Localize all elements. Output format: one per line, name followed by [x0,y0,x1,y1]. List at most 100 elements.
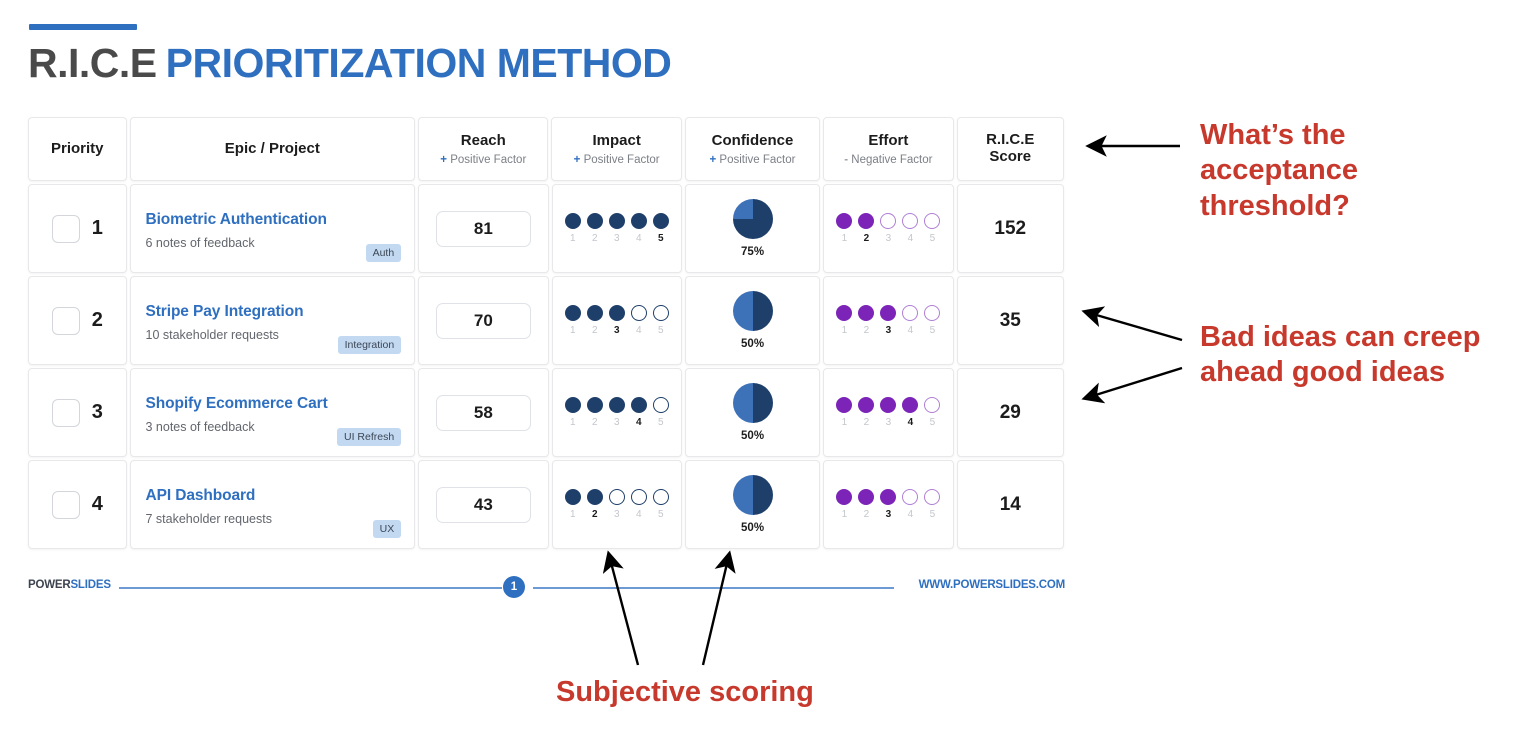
epic-title[interactable]: Shopify Ecommerce Cart [145,394,328,412]
effort-dot-label: 2 [863,325,870,336]
effort-dot-4-icon[interactable] [902,213,919,229]
impact-dot-label: 3 [613,509,620,520]
impact-dot-4-icon[interactable] [630,397,647,413]
reach-value[interactable]: 81 [435,210,531,247]
epic-note: 10 stakeholder requests [145,327,279,342]
effort-dot-label: 3 [885,233,892,244]
row-checkbox[interactable] [51,214,80,243]
effort-dot-label: 1 [841,417,848,428]
effort-dot-label: 1 [841,233,848,244]
brand-part1: POWER [28,579,71,591]
impact-dot-3-icon[interactable] [608,305,625,321]
impact-dot-5-icon[interactable] [652,397,669,413]
effort-dot-3-icon[interactable] [880,305,897,321]
impact-dot-3-icon[interactable] [608,489,625,505]
confidence-pie-wrap: 50% [732,291,773,350]
effort-dot-4-icon[interactable] [902,305,919,321]
effort-dot-3-icon[interactable] [880,213,897,229]
rice-score-value: 35 [999,309,1021,331]
table-row: 2 Stripe Pay Integration 10 stakeholder re… [28,276,1064,365]
impact-dot-4-icon[interactable] [630,213,647,229]
epic-note: 7 stakeholder requests [145,511,272,526]
impact-dot-label: 5 [657,417,664,428]
effort-dot-1-icon[interactable] [836,489,853,505]
page-title-rest: PRIORITIZATION METHOD [165,40,672,86]
effort-dot-5-icon[interactable] [924,213,941,229]
effort-dot-5-icon[interactable] [924,397,941,413]
confidence-pie-icon[interactable] [732,383,773,423]
impact-dot-4-icon[interactable] [630,305,647,321]
effort-dot-1-icon[interactable] [836,305,853,321]
impact-dot-3-icon[interactable] [608,397,625,413]
effort-dot-3-icon[interactable] [880,489,897,505]
header-effort-label: Effort [868,131,909,149]
confidence-pie-wrap: 50% [732,383,773,442]
effort-dot-2-icon[interactable] [858,213,875,229]
rice-score-value: 14 [999,493,1021,515]
epic-tag[interactable]: UX [372,520,402,538]
effort-dot-5-icon[interactable] [924,305,941,321]
effort-dot-1-icon[interactable] [836,397,853,413]
impact-dot-2-icon[interactable] [586,213,603,229]
impact-dot-2-icon[interactable] [586,489,603,505]
header-score-label2: Score [989,148,1032,165]
brand-logo: POWERSLIDES [28,579,111,591]
effort-dots [836,213,941,229]
header-confidence-sub: + Positive Factor [710,154,796,166]
impact-dot-1-icon[interactable] [564,489,581,505]
effort-dot-2-icon[interactable] [858,305,875,321]
row-checkbox[interactable] [51,490,80,519]
effort-dot-5-icon[interactable] [924,489,941,505]
cell-reach: 58 [418,368,549,457]
impact-dot-3-icon[interactable] [608,213,625,229]
impact-dot-1-icon[interactable] [564,213,581,229]
epic-tag[interactable]: UI Refresh [337,428,402,446]
impact-dot-label: 3 [613,233,620,244]
priority-number: 2 [91,309,103,331]
impact-dot-5-icon[interactable] [652,489,669,505]
epic-title[interactable]: Stripe Pay Integration [145,302,304,320]
footer-url: WWW.POWERSLIDES.COM [918,579,1066,591]
impact-dots [564,489,669,505]
row-checkbox[interactable] [51,398,80,427]
header-confidence-label: Confidence [711,131,794,149]
effort-dot-2-icon[interactable] [858,397,875,413]
confidence-pie-icon[interactable] [732,475,773,515]
effort-dot-2-icon[interactable] [858,489,875,505]
epic-title[interactable]: Biometric Authentication [145,210,327,228]
reach-value[interactable]: 70 [435,302,531,339]
priority-number: 1 [91,217,103,239]
impact-dot-label: 5 [657,325,664,336]
impact-dot-1-icon[interactable] [564,397,581,413]
epic-title[interactable]: API Dashboard [145,486,256,504]
effort-dots [836,397,941,413]
epic-tag[interactable]: Integration [337,336,402,354]
confidence-pie-icon[interactable] [732,291,773,331]
header-priority-label: Priority [51,140,104,158]
impact-dot-5-icon[interactable] [652,305,669,321]
impact-dot-4-icon[interactable] [630,489,647,505]
impact-dot-2-icon[interactable] [586,397,603,413]
confidence-pie-wrap: 50% [732,475,773,534]
footer-line-left [119,587,502,589]
impact-dot-2-icon[interactable] [586,305,603,321]
confidence-pie-icon[interactable] [732,199,773,239]
annotation-bad-ideas: Bad ideas can creep ahead good ideas [1200,321,1481,389]
arrow-bad-ideas-top [1081,306,1183,342]
effort-dot-3-icon[interactable] [880,397,897,413]
impact-dot-1-icon[interactable] [564,305,581,321]
impact-dot-5-icon[interactable] [652,213,669,229]
effort-dot-4-icon[interactable] [902,397,919,413]
reach-value[interactable]: 58 [435,394,531,431]
reach-value[interactable]: 43 [435,486,531,523]
row-checkbox[interactable] [51,306,80,335]
effort-dot-1-icon[interactable] [836,213,853,229]
epic-tag[interactable]: Auth [365,244,402,262]
effort-dot-4-icon[interactable] [902,489,919,505]
